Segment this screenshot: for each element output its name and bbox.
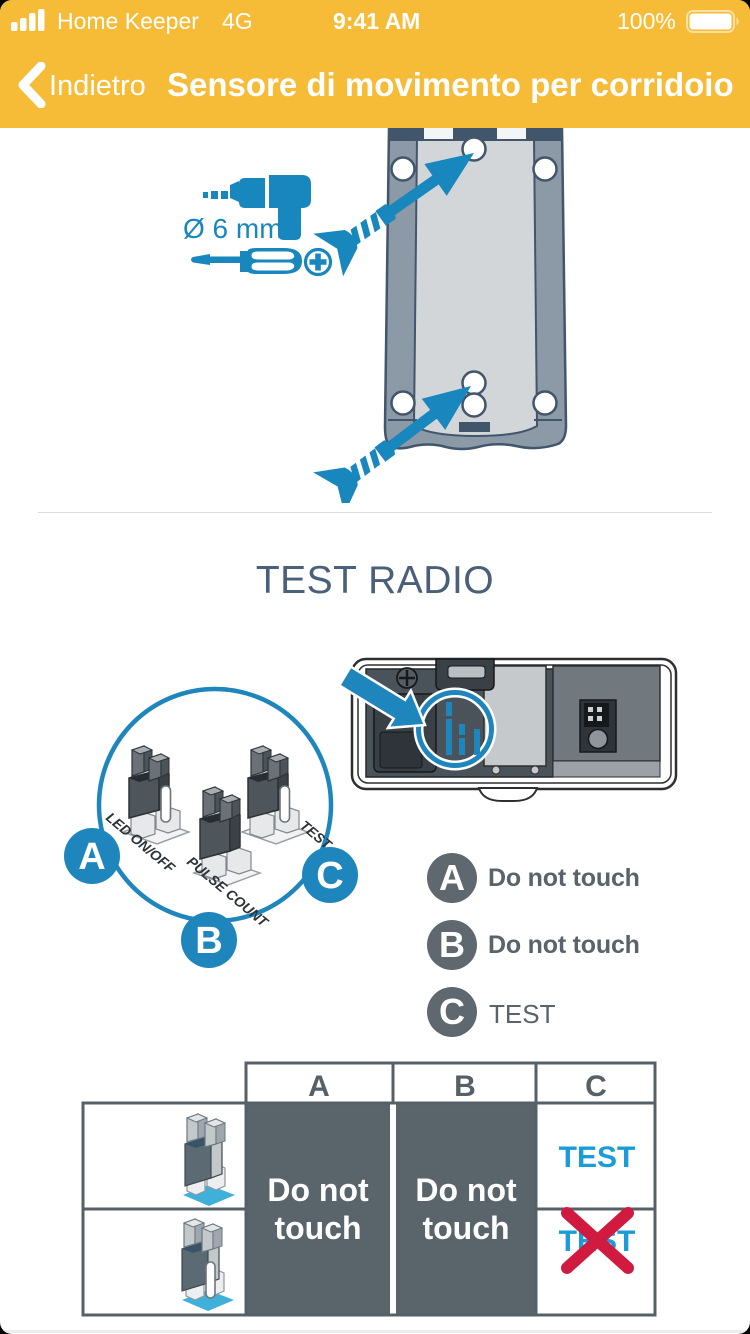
svg-text:B: B (195, 920, 222, 962)
svg-text:C: C (316, 855, 343, 897)
svg-text:B: B (454, 1070, 476, 1103)
svg-text:Do not: Do not (415, 1172, 517, 1208)
svg-text:Ø 6 mm: Ø 6 mm (183, 213, 283, 244)
svg-text:C: C (585, 1070, 607, 1103)
svg-text:A: A (308, 1070, 330, 1103)
svg-text:touch: touch (274, 1210, 361, 1246)
svg-text:A: A (78, 836, 105, 878)
svg-text:touch: touch (422, 1210, 509, 1246)
svg-text:TEST: TEST (559, 1141, 636, 1174)
svg-text:Do not: Do not (267, 1172, 369, 1208)
